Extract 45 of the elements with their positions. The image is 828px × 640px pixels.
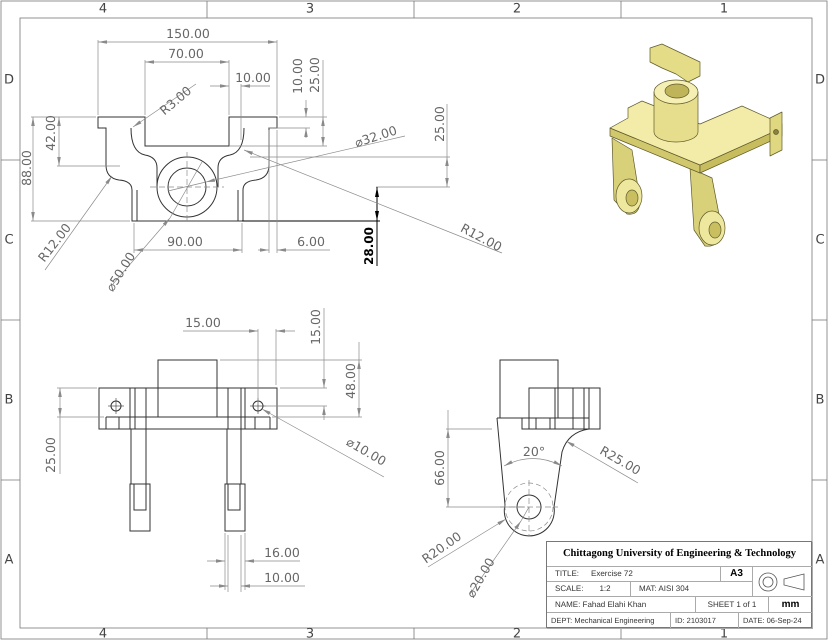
zone-marker: B <box>816 394 824 406</box>
title-block-text: Exercise 72 <box>591 570 633 578</box>
title-block-text: SHEET 1 of 1 <box>708 600 756 608</box>
title-block-text: SCALE: <box>555 585 584 593</box>
dimension-value: 10.00 <box>264 572 300 584</box>
zone-marker: 3 <box>306 628 314 640</box>
dimension-value: 28.00 <box>363 227 375 265</box>
title-block-text: MAT: AISI 304 <box>639 585 690 593</box>
dimension-value: ⌀32.00 <box>353 124 399 150</box>
zone-marker: 2 <box>512 628 522 640</box>
dimension-value: 25.00 <box>44 437 58 473</box>
zone-marker: C <box>4 234 14 246</box>
zone-marker: D <box>4 74 14 86</box>
title-block-text: NAME: Fahad Elahi Khan <box>555 600 646 608</box>
zone-marker: D <box>815 74 825 86</box>
zone-marker: 3 <box>306 2 314 16</box>
dimension-value: 150.00 <box>166 28 210 40</box>
title-block-text: TITLE: <box>555 570 580 578</box>
zone-marker: 1 <box>720 2 728 16</box>
title-block-text: A3 <box>730 569 743 579</box>
dimension-value: 42.00 <box>44 115 58 151</box>
dimension-value: 66.00 <box>434 450 446 486</box>
zone-marker: 4 <box>98 628 108 640</box>
zone-marker: B <box>4 394 14 406</box>
dimension-value: 25.00 <box>308 57 322 93</box>
zone-marker: 2 <box>512 2 522 16</box>
dimension-value: 15.00 <box>185 316 221 330</box>
zone-marker: C <box>815 234 825 246</box>
dimension-value: 16.00 <box>264 546 300 560</box>
title-block-text: mm <box>782 600 800 610</box>
dimension-value: 10.00 <box>235 72 271 84</box>
dimension-value: 88.00 <box>20 150 34 186</box>
dimension-value: 70.00 <box>168 48 204 60</box>
dimension-value: 90.00 <box>167 236 203 248</box>
zone-marker: 4 <box>98 2 108 16</box>
dimension-value: 20° <box>522 446 546 458</box>
dimension-value: 48.00 <box>344 363 358 399</box>
dimension-value: 25.00 <box>434 106 446 142</box>
dimension-value: 6.00 <box>297 236 325 248</box>
zone-marker: A <box>4 554 14 566</box>
dimension-value: 15.00 <box>310 309 322 345</box>
title-block-text: 1:2 <box>599 585 611 593</box>
title-block-text: Chittagong University of Engineering & Technology <box>562 548 796 560</box>
dimension-value: 10.00 <box>292 58 304 94</box>
zone-marker: A <box>816 554 824 566</box>
